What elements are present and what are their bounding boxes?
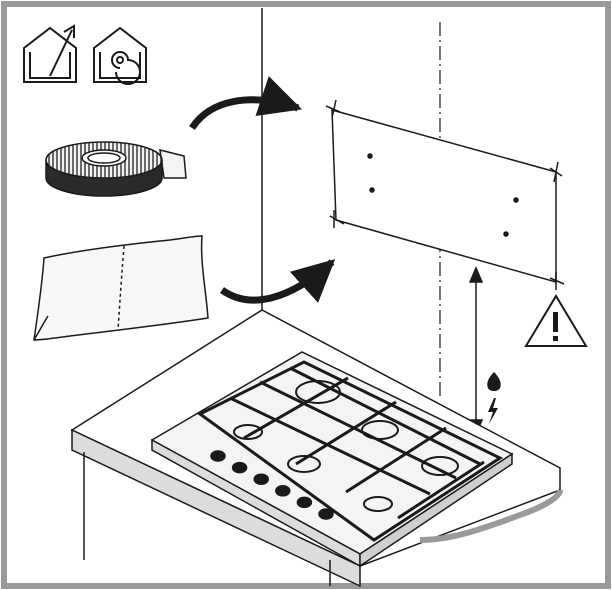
house-vent-icon xyxy=(23,24,77,83)
gas-hob xyxy=(150,351,514,568)
flame-icon xyxy=(487,372,501,391)
clearance-dimension xyxy=(468,266,484,436)
control-knobs xyxy=(210,450,334,520)
arrow-to-panel-bottom xyxy=(219,259,336,304)
control-knob xyxy=(210,450,226,462)
house-recirculation-icon xyxy=(93,26,147,85)
warning-triangle-icon xyxy=(524,294,588,347)
burner-large xyxy=(421,456,459,476)
arrow-to-panel-top xyxy=(189,76,302,131)
burner-rear-right xyxy=(361,420,399,440)
wall-protection-panel xyxy=(325,99,565,290)
burner-rear-left xyxy=(295,380,341,404)
control-knob xyxy=(275,485,291,497)
control-knob xyxy=(318,508,334,520)
burner-front-left xyxy=(233,424,263,440)
protective-cloth xyxy=(33,235,209,341)
burner-front-right xyxy=(363,496,393,512)
sealing-tape-roll xyxy=(45,141,187,197)
burner-center xyxy=(287,455,321,473)
control-knob xyxy=(296,496,313,509)
control-knob xyxy=(231,461,248,474)
control-knob xyxy=(253,473,269,485)
lightning-icon xyxy=(488,398,498,424)
